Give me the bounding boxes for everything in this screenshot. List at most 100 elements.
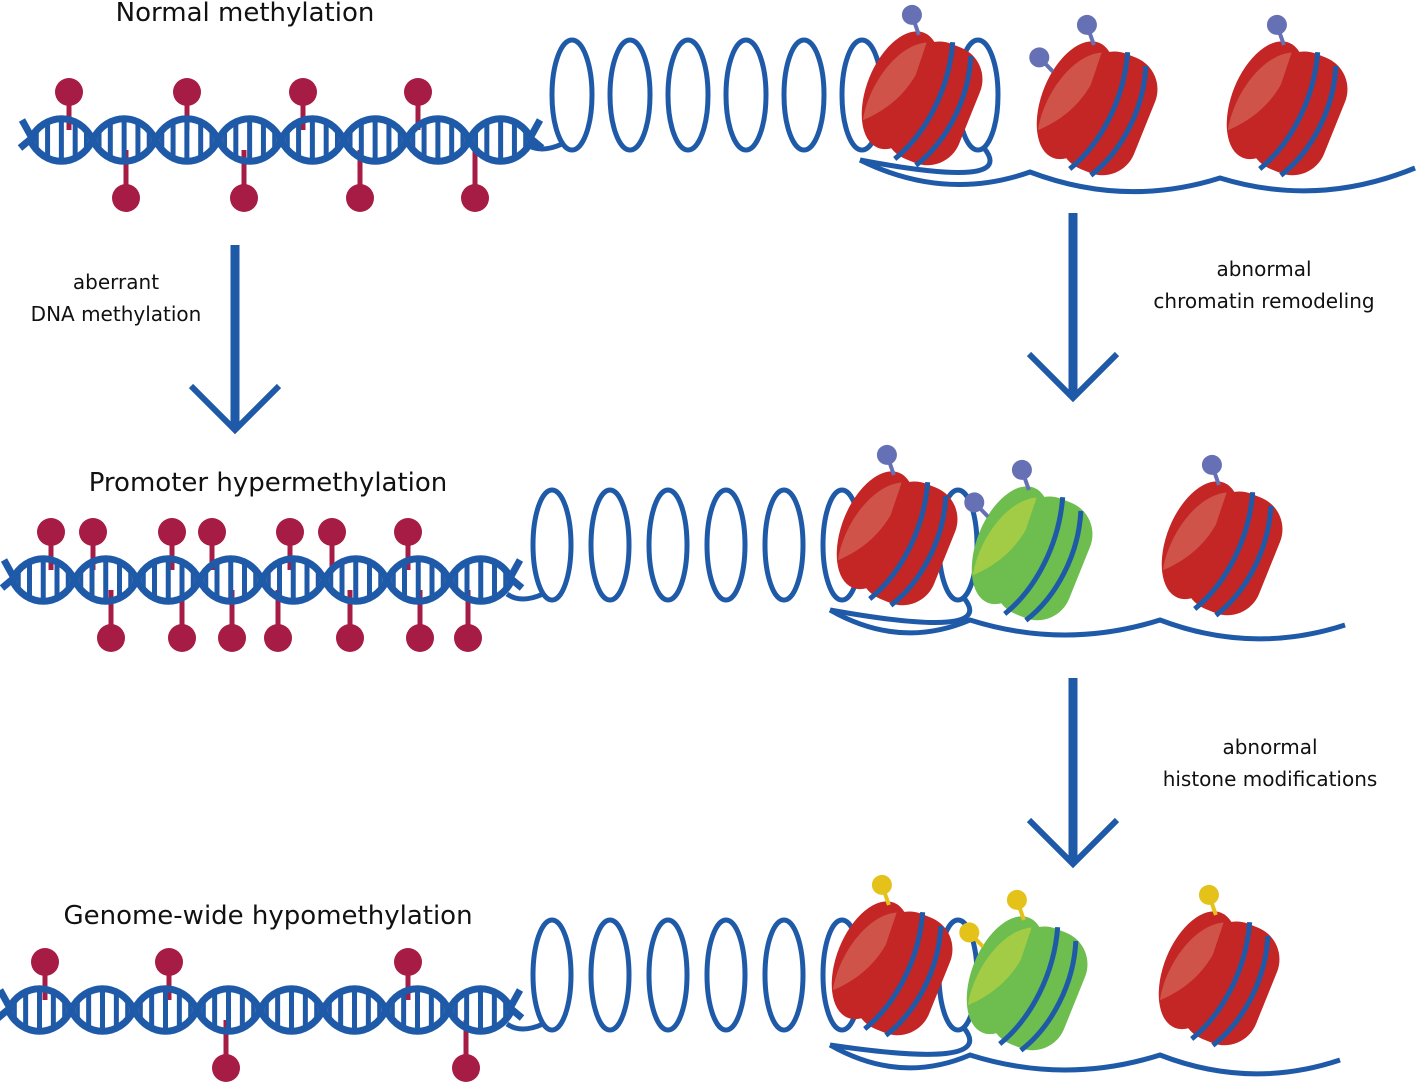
dna-wrap [1019, 940, 1079, 1053]
coil-loop [781, 37, 827, 153]
row-promoter-hypermethylation [0, 444, 1346, 652]
dna-strand [383, 555, 453, 582]
histone-mark-purple [1201, 454, 1222, 486]
caption-line-1: aberrant [72, 270, 160, 294]
dna-crossing [251, 1001, 256, 1019]
methyl-group [37, 518, 65, 570]
methyl-ball [168, 624, 196, 652]
arrow-caption-chromatin-remodeling: abnormal chromatin remodeling [1153, 253, 1374, 317]
dna-wrap [868, 481, 931, 601]
dna-strand [340, 115, 410, 142]
methyl-ball [31, 948, 59, 976]
coil-tail [524, 141, 564, 152]
nucleosome [836, 444, 958, 608]
coil-loop [530, 487, 574, 603]
dna-helix [0, 555, 525, 605]
methyl-ball [404, 78, 432, 106]
histone-mark-yellow [959, 922, 985, 948]
histone-highlight [862, 42, 927, 121]
row-title-hyper: Promoter hypermethylation [88, 468, 448, 498]
nucleosome [1158, 884, 1280, 1048]
methyl-ball [155, 948, 183, 976]
dna-crossing [16, 571, 21, 589]
methyl-ball [318, 518, 346, 546]
dna-strand [130, 1008, 201, 1035]
histone-mark-ball [1011, 459, 1032, 480]
dna-crossing [190, 571, 196, 589]
nucleosome [964, 459, 1093, 623]
dna-strand [321, 555, 391, 582]
coil-loop [646, 487, 690, 603]
nucleosome [831, 874, 953, 1038]
dna-crossing [503, 571, 508, 589]
dna-strand [196, 555, 266, 582]
methyl-ball [230, 184, 258, 212]
nucleosome [1226, 14, 1348, 178]
coil-loop [646, 917, 690, 1033]
dna-strand [215, 138, 285, 165]
dna-end [525, 118, 545, 151]
histone-highlight [967, 927, 1032, 1006]
dna-strand [277, 115, 347, 142]
methyl-ball [454, 624, 482, 652]
dna-crossing [209, 131, 215, 149]
dna-strand [258, 578, 328, 605]
methyl-ball [198, 518, 226, 546]
dna-strand [193, 1008, 264, 1035]
dna-wrap [1279, 65, 1339, 178]
histone-mark-ball [959, 922, 980, 943]
methyl-ball [264, 624, 292, 652]
dna-strand [319, 1008, 390, 1035]
dna-strand [26, 115, 96, 142]
methyl-ball [336, 624, 364, 652]
dna-strand [319, 985, 390, 1012]
dna-strand [383, 578, 453, 605]
coil-loop [588, 487, 632, 603]
dna-strand [215, 115, 285, 142]
dna-crossing [272, 131, 277, 149]
histone-mark-ball [1266, 14, 1287, 35]
dna-crossing [159, 131, 165, 149]
methyl-group [318, 518, 346, 570]
methyl-ball [79, 518, 107, 546]
histone-mark-ball [1006, 889, 1027, 910]
dna-crossing [34, 131, 39, 149]
dna-strand [403, 115, 473, 142]
linker-dna [829, 596, 973, 625]
row-title-hypo: Genome-wide hypomethylation [63, 901, 473, 931]
dna-crossing [253, 571, 258, 589]
methyl-ball [406, 624, 434, 652]
methyl-group [55, 78, 83, 130]
dna-crossing [503, 1001, 508, 1019]
row-title-normal: Normal methylation [115, 0, 375, 28]
dna-wrap [1089, 65, 1149, 178]
methyl-group [31, 948, 59, 1000]
dna-strand [71, 578, 141, 605]
histone-mark-ball [871, 874, 892, 895]
histone-mark-purple [964, 492, 990, 518]
dna-crossing [128, 571, 133, 589]
dna-wrap [884, 925, 944, 1038]
dna-strand [4, 985, 75, 1012]
dna-crossing [347, 131, 353, 149]
histone-mark-yellow [1198, 884, 1219, 916]
dna-strand [277, 138, 347, 165]
methyl-ball [158, 518, 186, 546]
dna-wrap [889, 495, 949, 608]
dna-crossing [390, 1001, 395, 1019]
methyl-group [158, 518, 186, 570]
dna-crossing [201, 1001, 206, 1019]
dna-strand [8, 578, 78, 605]
dna-crossing [138, 1001, 143, 1019]
linker-dna [829, 1026, 973, 1057]
dna-crossing [440, 571, 446, 589]
methyl-group [155, 948, 183, 1000]
nucleosome [861, 4, 983, 168]
dna-crossing [473, 131, 479, 149]
histone-mark-purple [1011, 459, 1032, 491]
coil-tail [505, 1021, 545, 1032]
dna-wrap [1190, 921, 1253, 1041]
dna-strand [340, 138, 410, 165]
caption-line-1: abnormal [1222, 735, 1318, 759]
methyl-marks [37, 518, 482, 652]
